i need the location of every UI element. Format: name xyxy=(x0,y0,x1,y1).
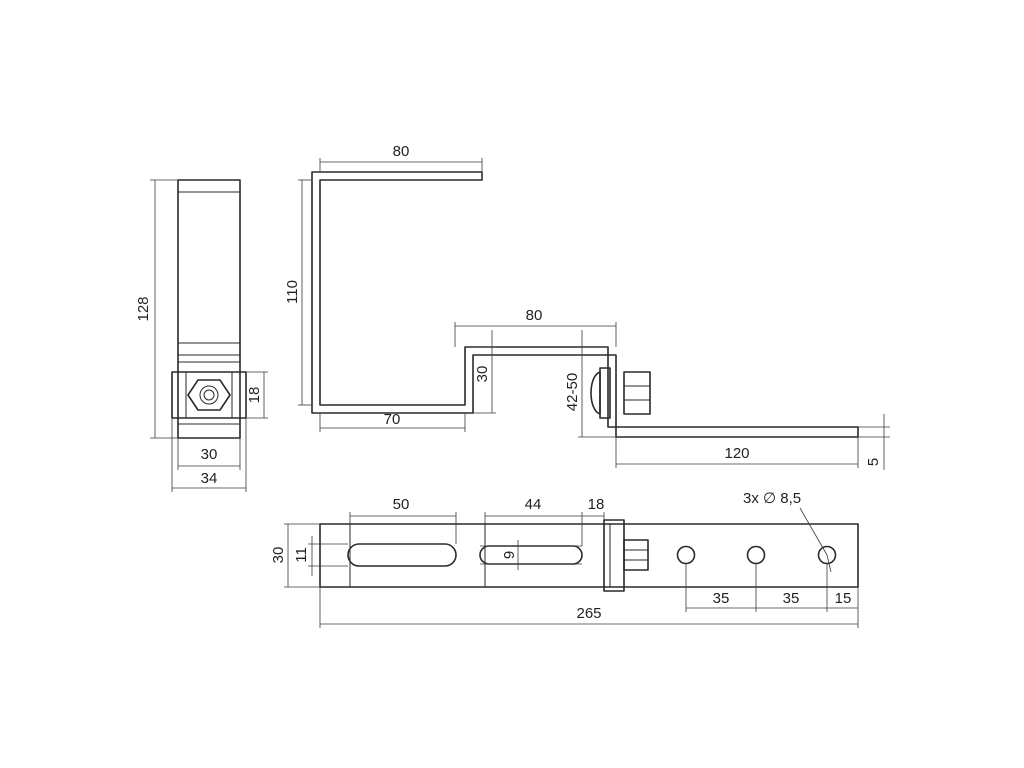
dim-label-step-80: 80 xyxy=(526,307,543,324)
dim-width-30: 30 xyxy=(270,523,320,588)
dim-total-length-265: 265 xyxy=(319,587,859,628)
clamp-nut xyxy=(623,539,649,571)
dim-label-50: 50 xyxy=(393,496,410,513)
dim-label-44: 44 xyxy=(525,496,542,513)
plan-view: 50 44 18 30 11 xyxy=(270,490,859,628)
profile-view: 80 110 70 80 30 xyxy=(284,143,890,470)
dim-outer-width-34: 34 xyxy=(171,418,247,492)
dim-label-42-50: 42-50 xyxy=(564,373,581,411)
plan-view-outline xyxy=(319,519,859,592)
dim-hole-pitches: 35 35 15 xyxy=(685,564,859,612)
dim-adjust-42-50: 42-50 xyxy=(564,330,616,438)
dim-label-15: 15 xyxy=(835,590,852,607)
dim-label-34: 34 xyxy=(201,470,218,487)
dim-label-35b: 35 xyxy=(783,590,800,607)
dim-label-110: 110 xyxy=(284,280,301,304)
side-view: 128 18 30 34 xyxy=(135,179,268,492)
dim-label-5: 5 xyxy=(865,458,882,466)
holes-callout: 3x ∅ 8,5 xyxy=(743,490,832,573)
hole-2 xyxy=(746,545,766,565)
dim-label-plan-18: 18 xyxy=(588,496,605,513)
dim-step-length-80: 80 xyxy=(454,307,617,347)
dim-clamp-width-18: 18 xyxy=(582,496,605,520)
dim-step-height-30: 30 xyxy=(473,330,496,414)
dim-label-120: 120 xyxy=(724,445,749,462)
dim-label-11: 11 xyxy=(293,547,310,563)
side-view-outline xyxy=(171,179,247,439)
holes-label: 3x ∅ 8,5 xyxy=(743,490,801,507)
dim-label-9: 9 xyxy=(501,551,518,559)
dim-height-128: 128 xyxy=(135,179,178,439)
dim-label-top-80: 80 xyxy=(393,143,410,160)
dim-label-18: 18 xyxy=(246,387,263,404)
dim-label-step-30: 30 xyxy=(474,366,491,383)
dim-label-128: 128 xyxy=(135,296,152,321)
dim-slot2-length-44: 44 xyxy=(484,496,583,546)
dim-label-30: 30 xyxy=(201,446,218,463)
slot-2 xyxy=(479,545,583,565)
dim-bottom-length-70: 70 xyxy=(319,411,466,432)
dim-clamp-height-18: 18 xyxy=(246,371,268,419)
slot-1 xyxy=(347,543,457,567)
hole-3 xyxy=(817,545,837,565)
dim-label-35a: 35 xyxy=(713,590,730,607)
clamp-bolt xyxy=(590,367,651,419)
clamp-plate xyxy=(603,519,625,592)
dim-height-110: 110 xyxy=(284,179,312,406)
bracket-profile xyxy=(311,171,859,438)
hole-1 xyxy=(676,545,696,565)
dim-top-length-80: 80 xyxy=(319,143,483,180)
dim-label-plan-30: 30 xyxy=(270,547,287,564)
dim-label-70: 70 xyxy=(384,411,401,428)
dim-arm-length-120: 120 xyxy=(615,437,859,468)
dim-slot2-width-9: 9 xyxy=(480,540,582,570)
dim-slot-width-11: 11 xyxy=(293,536,348,576)
dim-thickness-5: 5 xyxy=(858,414,890,470)
dim-label-265: 265 xyxy=(576,605,601,622)
dim-slot1-length-50: 50 xyxy=(349,496,457,544)
dim-inner-width-30: 30 xyxy=(177,438,241,470)
